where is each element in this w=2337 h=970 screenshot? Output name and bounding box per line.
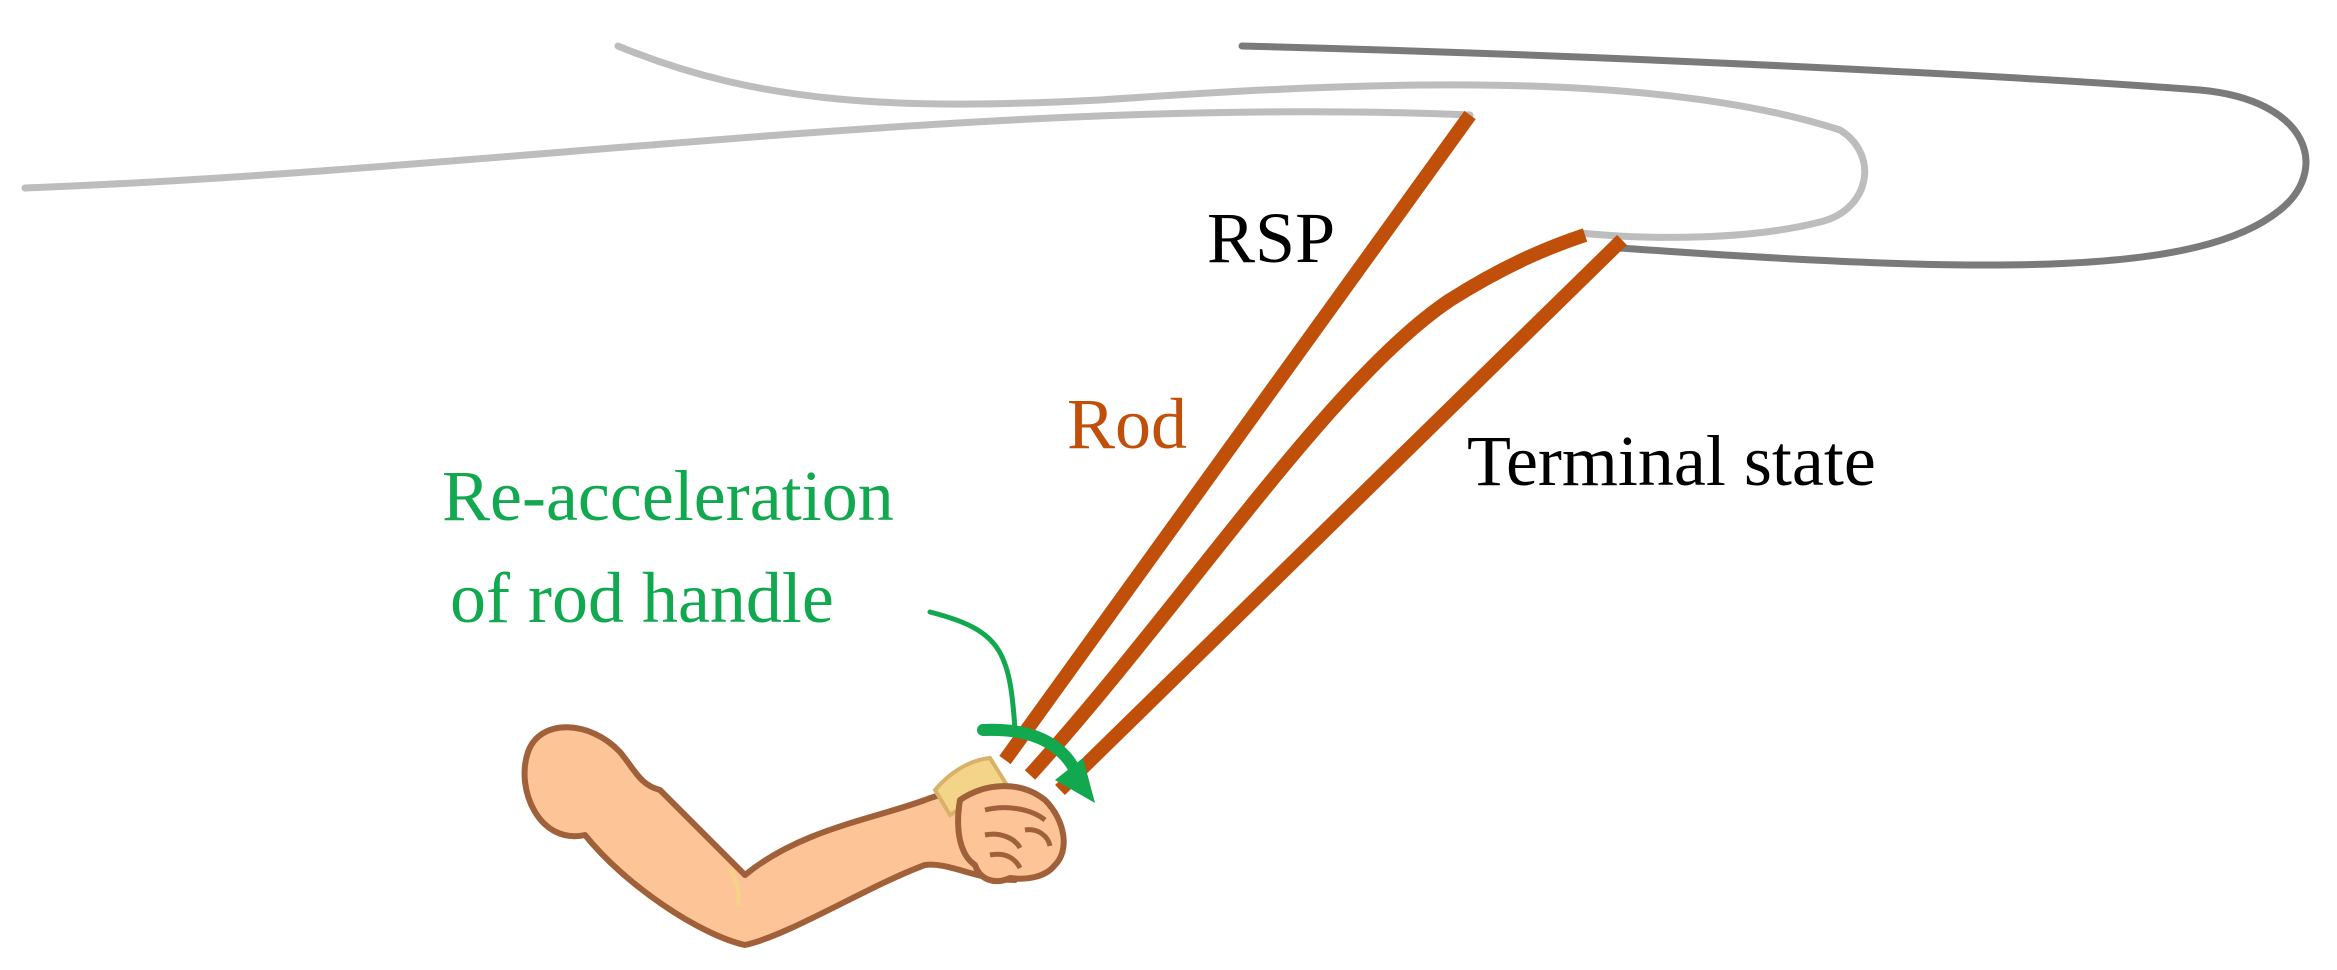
label-reacceleration-line1: Re-acceleration — [442, 456, 894, 536]
label-rsp: RSP — [1207, 198, 1335, 278]
finger-line-2 — [989, 851, 1023, 870]
fly-line-rsp — [21, 108, 1474, 192]
label-reacceleration-line2: of rod handle — [450, 558, 834, 638]
rod-rsp — [999, 110, 1476, 765]
arm — [521, 724, 1018, 948]
label-terminal-state: Terminal state — [1467, 421, 1876, 501]
fist — [955, 783, 1067, 885]
reacceleration-arrow — [977, 723, 1081, 776]
finger-line-3 — [1024, 827, 1053, 847]
rod-terminal — [1055, 234, 1627, 796]
label-rod: Rod — [1067, 384, 1187, 464]
fly-line-terminal — [1238, 42, 2310, 269]
rod-curved — [1024, 228, 1588, 780]
reacceleration-arrowhead — [1055, 758, 1095, 803]
elbow-crease — [728, 868, 741, 906]
callout-line — [927, 609, 1018, 733]
thumb-line — [984, 805, 1047, 823]
arm-hand — [521, 724, 1067, 948]
fly-line-rsp-loop — [614, 42, 1869, 241]
finger-line-1 — [984, 831, 1023, 850]
